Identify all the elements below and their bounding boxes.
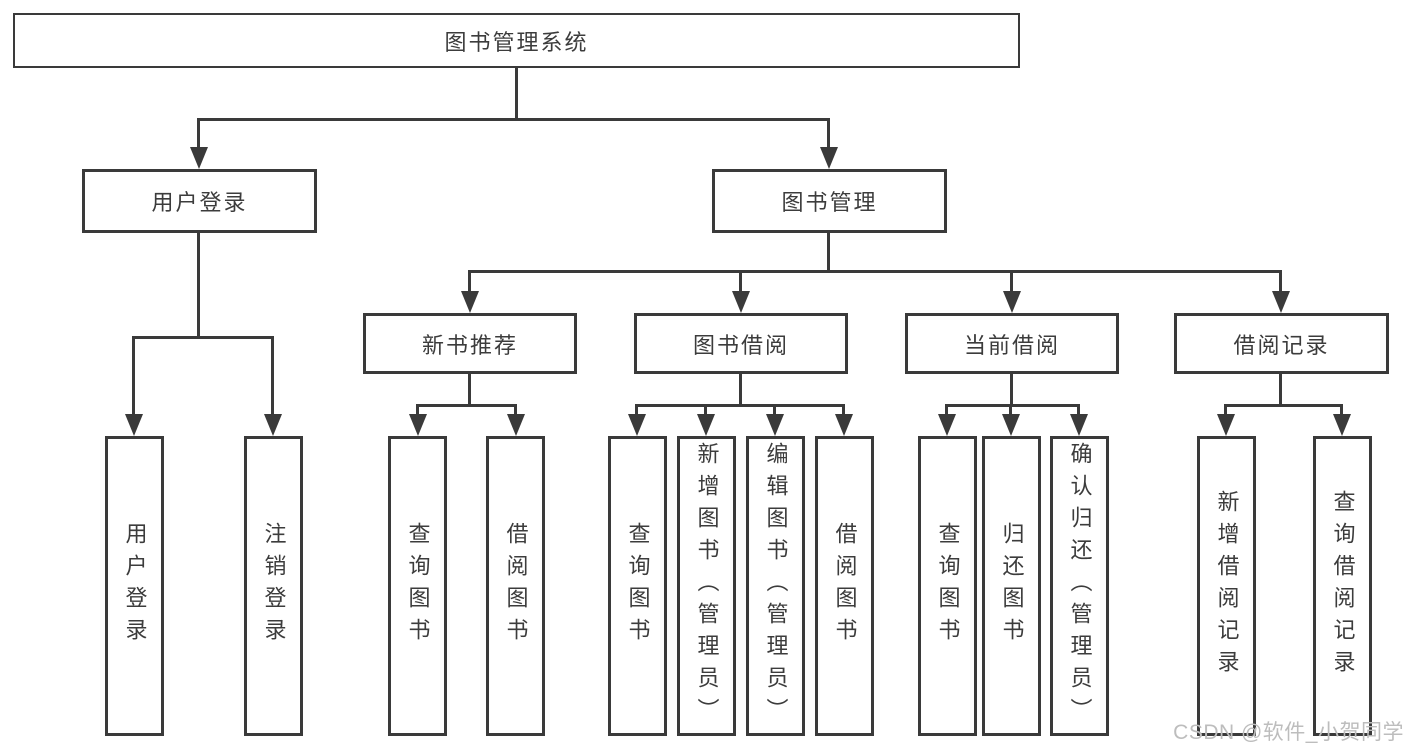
node-book-management: 图书管理	[712, 169, 947, 233]
node-user-login-label: 用户登录	[151, 190, 248, 215]
leaf-query-books-current-label: 查询图书	[935, 522, 961, 650]
connector-book-management-stub	[827, 232, 830, 272]
arrowhead-down-icon	[125, 414, 143, 436]
node-current-borrow-label: 当前借阅	[963, 332, 1060, 358]
leaf-return-book-label: 归还图书	[999, 522, 1025, 650]
arrowhead-down-icon	[264, 414, 282, 436]
arrowhead-down-icon	[1217, 414, 1235, 436]
leaf-add-borrow-record: 新增借阅记录	[1197, 436, 1256, 736]
connector-stem	[271, 336, 274, 416]
connector-stem	[416, 404, 419, 418]
connector-stem	[773, 404, 776, 418]
leaf-query-books-newbooks-label: 查询图书	[405, 522, 431, 650]
arrowhead-down-icon	[766, 414, 784, 436]
node-book-borrow-label: 图书借阅	[692, 332, 789, 358]
connector-current-borrow-stub	[1010, 374, 1013, 406]
node-book-borrow: 图书借阅	[634, 313, 848, 374]
arrowhead-down-icon	[732, 291, 750, 313]
arrowhead-down-icon	[461, 291, 479, 313]
connector-new-books-bracket	[416, 404, 517, 407]
arrowhead-down-icon	[409, 414, 427, 436]
arrowhead-down-icon	[1003, 291, 1021, 313]
connector-stem	[468, 270, 471, 296]
node-borrow-records-label: 借阅记录	[1233, 332, 1330, 358]
connector-borrow-records-stub	[1279, 374, 1282, 406]
arrowhead-down-icon	[190, 147, 208, 169]
arrowhead-down-icon	[835, 414, 853, 436]
leaf-logout-label: 注销登录	[261, 522, 287, 650]
arrowhead-down-icon	[628, 414, 646, 436]
leaf-query-books-borrow-label: 查询图书	[625, 522, 651, 650]
node-new-books-label: 新书推荐	[421, 332, 518, 358]
leaf-edit-book-admin: 编辑图书（管理员）	[746, 436, 805, 736]
connector-stem	[1077, 404, 1080, 418]
connector-stem	[1224, 404, 1227, 418]
connector-stem	[827, 118, 830, 150]
connector-new-books-stub	[468, 374, 471, 406]
leaf-logout: 注销登录	[244, 436, 303, 736]
leaf-borrow-books-newbooks: 借阅图书	[486, 436, 545, 736]
leaf-query-books-borrow: 查询图书	[608, 436, 667, 736]
connector-level1-rail	[198, 118, 830, 121]
connector-book-borrow-bracket	[635, 404, 845, 407]
leaf-borrow-books-newbooks-label: 借阅图书	[503, 522, 529, 650]
csdn-watermark: CSDN @软件_小贺同学	[1173, 721, 1404, 744]
leaf-query-books-newbooks: 查询图书	[388, 436, 447, 736]
node-root-system: 图书管理系统	[13, 13, 1020, 68]
leaf-confirm-return-admin: 确认归还（管理员）	[1050, 436, 1109, 736]
connector-stem	[514, 404, 517, 418]
connector-user-login-stub	[197, 232, 200, 337]
connector-stem	[945, 404, 948, 418]
arrowhead-down-icon	[697, 414, 715, 436]
arrowhead-down-icon	[1272, 291, 1290, 313]
connector-stem	[635, 404, 638, 418]
connector-user-login-bracket	[132, 336, 274, 339]
connector-stem	[1009, 404, 1012, 418]
connector-borrow-records-bracket	[1224, 404, 1343, 407]
connector-stem	[704, 404, 707, 418]
arrowhead-down-icon	[1333, 414, 1351, 436]
connector-stem	[1340, 404, 1343, 418]
connector-stem	[132, 336, 135, 416]
arrowhead-down-icon	[1002, 414, 1020, 436]
connector-stem	[197, 118, 200, 150]
leaf-query-borrow-record-label: 查询借阅记录	[1330, 490, 1356, 682]
connector-book-borrow-stub	[739, 374, 742, 406]
node-current-borrow: 当前借阅	[905, 313, 1119, 374]
leaf-borrow-books: 借阅图书	[815, 436, 874, 736]
leaf-user-login: 用户登录	[105, 436, 164, 736]
node-new-books: 新书推荐	[363, 313, 577, 374]
connector-level2-rail	[468, 270, 1282, 273]
leaf-return-book: 归还图书	[982, 436, 1041, 736]
node-borrow-records: 借阅记录	[1174, 313, 1389, 374]
arrowhead-down-icon	[1070, 414, 1088, 436]
connector-stem	[1279, 270, 1282, 296]
arrowhead-down-icon	[938, 414, 956, 436]
leaf-confirm-return-admin-label: 确认归还（管理员）	[1067, 442, 1093, 730]
connector-stem	[1010, 270, 1013, 296]
connector-stem	[739, 270, 742, 296]
leaf-add-borrow-record-label: 新增借阅记录	[1214, 490, 1240, 682]
connector-root-stub	[515, 67, 518, 120]
node-root-system-label: 图书管理系统	[444, 29, 589, 55]
connector-stem	[842, 404, 845, 418]
node-book-management-label: 图书管理	[781, 190, 878, 215]
arrowhead-down-icon	[820, 147, 838, 169]
leaf-borrow-books-label: 借阅图书	[832, 522, 858, 650]
leaf-add-book-admin: 新增图书（管理员）	[677, 436, 736, 736]
leaf-user-login-label: 用户登录	[122, 522, 148, 650]
connector-current-borrow-bracket	[945, 404, 1080, 407]
leaf-edit-book-admin-label: 编辑图书（管理员）	[763, 442, 789, 730]
leaf-query-borrow-record: 查询借阅记录	[1313, 436, 1372, 736]
leaf-query-books-current: 查询图书	[918, 436, 977, 736]
node-user-login: 用户登录	[82, 169, 317, 233]
leaf-add-book-admin-label: 新增图书（管理员）	[694, 442, 720, 730]
arrowhead-down-icon	[507, 414, 525, 436]
